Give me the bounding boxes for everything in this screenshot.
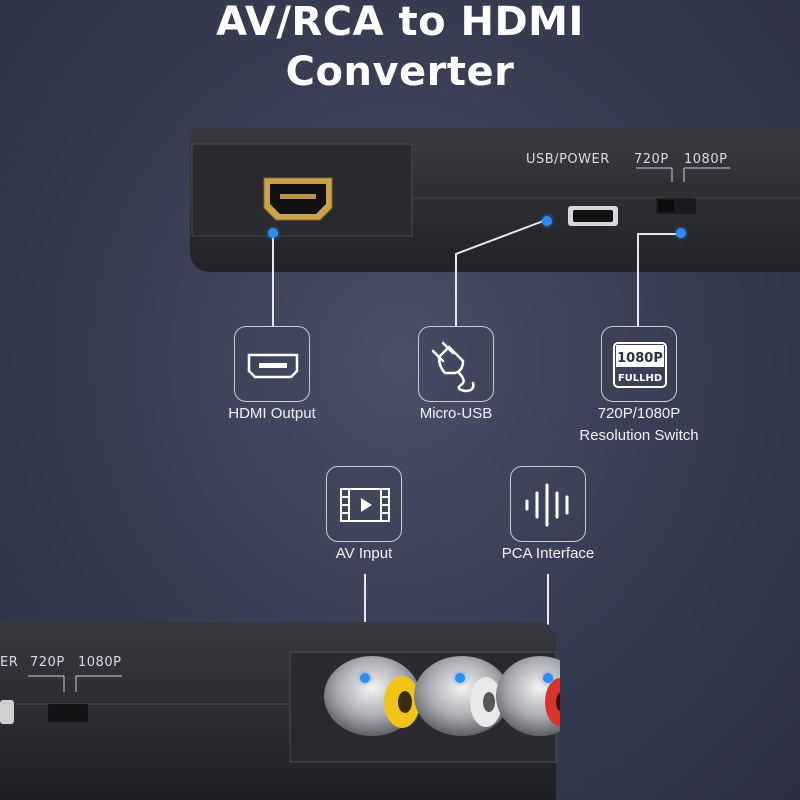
rca-yellow-jack	[324, 656, 420, 736]
rca-white-jack	[414, 656, 510, 736]
micro-usb-label: Micro-USB	[419, 405, 493, 422]
switch-marker-dot	[676, 228, 686, 238]
fullhd-badge-icon: 1080P FULLHD	[613, 342, 667, 388]
720p-print: 720P	[634, 152, 669, 167]
video-file-icon	[340, 488, 390, 522]
resolution-label-line1: 720P/1080P	[597, 405, 681, 422]
page-title-line2: Converter	[285, 49, 515, 95]
usb-marker-dot	[542, 216, 552, 226]
audio-wave-icon	[525, 483, 569, 527]
badge-fullhd-text: FULLHD	[618, 373, 662, 384]
720p-print-bottom: 720P	[30, 655, 65, 670]
page-title-line1: AV/RCA to HDMI	[216, 0, 584, 45]
av-marker-dot	[360, 673, 370, 683]
pca-interface-label: PCA Interface	[501, 545, 595, 562]
1080p-print: 1080P	[684, 152, 728, 167]
resolution-icon-box: 1080P FULLHD	[601, 326, 677, 402]
1080p-print-bottom: 1080P	[78, 655, 122, 670]
hdmi-port-icon	[247, 353, 299, 379]
rca-red-marker-dot	[543, 673, 553, 683]
hdmi-output-label: HDMI Output	[228, 405, 316, 422]
micro-usb-icon-box	[418, 326, 494, 402]
hdmi-port-icon	[263, 177, 333, 221]
usb-power-print-partial: ER	[0, 655, 19, 670]
plug-icon	[431, 341, 475, 393]
av-input-label: AV Input	[335, 545, 393, 562]
resolution-label-line2: Resolution Switch	[579, 427, 699, 444]
converter-bottom-view	[0, 622, 560, 800]
converter-top-view	[190, 128, 800, 272]
rca-white-marker-dot	[455, 673, 465, 683]
usb-power-print: USB/POWER	[526, 152, 610, 167]
hdmi-output-icon-box	[234, 326, 310, 402]
pca-interface-icon-box	[510, 466, 586, 542]
av-input-icon-box	[326, 466, 402, 542]
hdmi-marker-dot	[268, 228, 278, 238]
badge-1080p-text: 1080P	[617, 351, 663, 366]
usb-connector-line	[455, 219, 547, 326]
